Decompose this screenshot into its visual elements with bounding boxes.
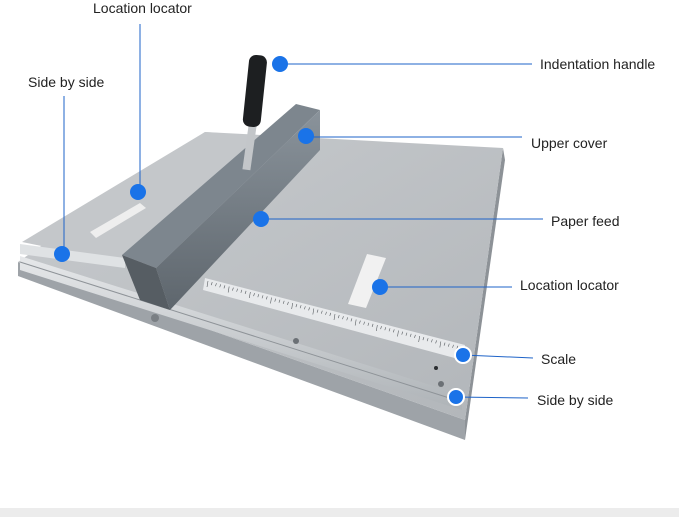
machine-base-edge: [18, 262, 465, 440]
scale-tick: [219, 284, 221, 288]
scale-tick: [287, 301, 289, 305]
scale-tick: [448, 343, 450, 347]
scale-tick: [342, 316, 344, 320]
scale-tick: [265, 296, 268, 300]
scale-tick: [414, 334, 416, 338]
scale-tick: [439, 341, 442, 348]
marker-indentation-handle: [272, 56, 288, 72]
scale-tick: [215, 283, 217, 287]
scale-tick: [405, 332, 408, 336]
scale-tick: [291, 302, 293, 310]
scale-tick: [299, 305, 302, 309]
leader-lines: [63, 24, 543, 399]
scale-tick: [426, 338, 429, 342]
label-paper-feed: Paper feed: [551, 213, 620, 229]
right-locator-block: [348, 254, 386, 308]
scale-tick: [380, 326, 382, 330]
scale-tick: [253, 293, 255, 297]
scale-tick: [316, 309, 319, 313]
scale-tick: [443, 342, 446, 346]
scale-tick: [337, 315, 340, 319]
scale-tick: [223, 285, 226, 289]
upper-cover-front: [156, 110, 320, 310]
scale-tick: [312, 308, 315, 315]
scale-tick: [350, 318, 353, 322]
scale-tick: [354, 319, 357, 326]
scale-tick: [240, 289, 243, 293]
scale-tick: [371, 323, 374, 327]
label-side-by-side-left: Side by side: [28, 74, 105, 90]
left-ruler-strip: [20, 244, 125, 268]
scale-tick: [388, 328, 391, 332]
rail-screw: [438, 381, 444, 387]
scale-tick: [232, 287, 234, 291]
label-location-locator-right: Location locator: [520, 277, 619, 293]
scale-tick: [244, 290, 247, 294]
scale-tick: [210, 282, 213, 286]
scale-tick: [304, 306, 306, 310]
scale-tick: [409, 333, 412, 337]
scale-tick: [278, 299, 281, 303]
label-location-locator-top: Location locator: [93, 0, 192, 16]
scale-tick: [397, 330, 399, 337]
label-upper-cover: Upper cover: [531, 135, 608, 151]
callout-markers: [54, 56, 472, 406]
scale-tick: [333, 313, 336, 321]
scale-tick: [418, 335, 420, 343]
scale-tick: [346, 317, 348, 321]
scale-tick: [359, 320, 361, 324]
scale-tick: [392, 329, 395, 333]
rail-screw: [293, 338, 299, 344]
scale-tick: [206, 280, 209, 288]
scale-tick: [452, 344, 454, 348]
handle-grip: [242, 54, 267, 128]
marker-location-locator-top: [130, 184, 146, 200]
scale-ticks: [206, 280, 463, 354]
scale-tick: [376, 324, 378, 332]
scale-tick: [270, 297, 272, 304]
machine-right-edge: [465, 148, 505, 440]
scale-tick: [325, 311, 327, 315]
scale-tick: [431, 339, 433, 343]
scale-tick: [282, 300, 285, 304]
marker-paper-feed: [253, 211, 269, 227]
marker-side-by-side-left: [54, 246, 70, 262]
scale-tick: [435, 340, 437, 344]
rail-groove: [19, 261, 463, 403]
scale-tick: [363, 321, 365, 325]
scale-tick: [308, 307, 310, 311]
rail-hole: [434, 366, 438, 370]
left-locator-block: [90, 203, 146, 238]
scale-tick: [367, 322, 370, 326]
marker-location-locator-right: [372, 279, 388, 295]
label-scale: Scale: [541, 351, 577, 367]
scale-tick: [384, 327, 387, 331]
marker-side-by-side-bottom: [447, 388, 465, 406]
scale-tick: [295, 304, 298, 308]
scale-tick: [261, 295, 264, 299]
marker-scale: [454, 346, 472, 364]
scale-tick: [236, 288, 238, 292]
scale-tick: [274, 298, 277, 302]
label-side-by-side-bottom: Side by side: [537, 392, 614, 408]
scale-tick: [227, 286, 230, 293]
scale-tick: [422, 337, 425, 341]
label-indentation-handle: Indentation handle: [540, 56, 656, 72]
scale-tick: [329, 312, 332, 316]
handle-shaft: [242, 117, 258, 171]
cover-bolt: [151, 314, 159, 322]
scale-tick: [249, 291, 251, 299]
front-rail: [20, 256, 462, 410]
scale-tick: [401, 331, 404, 335]
bottom-border: [0, 508, 679, 517]
marker-upper-cover: [298, 128, 314, 144]
upper-cover-end: [122, 255, 170, 310]
scale-tick: [321, 310, 323, 314]
scale-tick: [257, 294, 260, 298]
upper-cover-top: [122, 104, 320, 268]
